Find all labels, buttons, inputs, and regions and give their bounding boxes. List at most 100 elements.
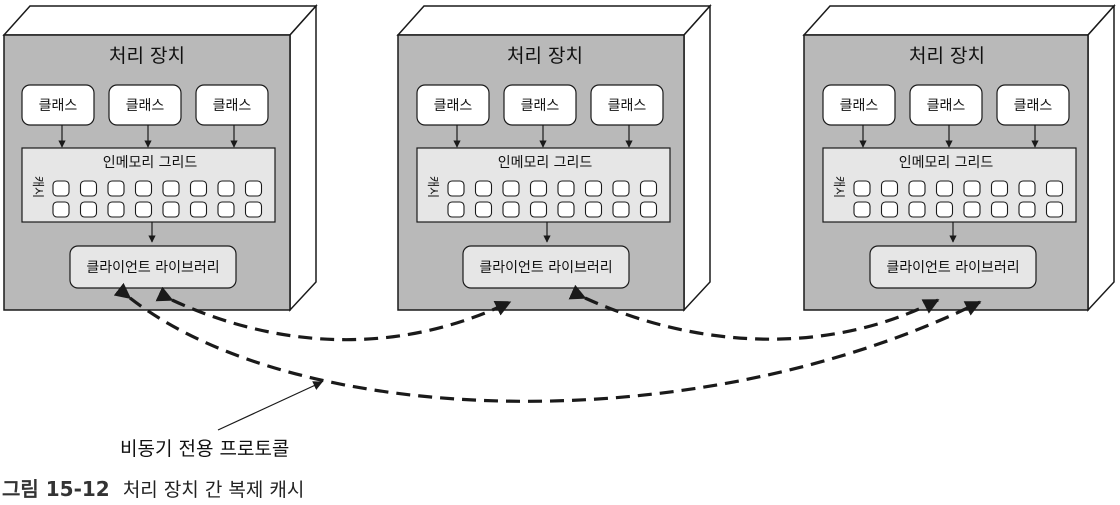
cache-cell — [935, 201, 954, 218]
class-label: 클래스 — [1014, 98, 1053, 114]
cache-cell — [1018, 180, 1036, 197]
cache-cell — [853, 201, 871, 218]
replication-arrow-1-2 — [155, 286, 512, 342]
processing-unit-3: 처리 장치 클래스 클래스 클래스 인메모리 그리드 캐시 클라이언트 라이브러… — [802, 4, 1116, 312]
class-label: 클래스 — [213, 98, 252, 114]
cache-cells — [447, 180, 658, 218]
async-replication-arrows — [113, 282, 982, 403]
class-label: 클래스 — [434, 98, 473, 114]
cache-cell — [502, 180, 520, 197]
cache-cell — [474, 201, 493, 218]
cache-cell — [963, 201, 981, 218]
cache-cell — [1018, 201, 1036, 218]
cache-cell — [189, 201, 208, 218]
grid-label: 인메모리 그리드 — [899, 155, 994, 171]
class-label: 클래스 — [39, 98, 78, 114]
cache-cell — [584, 180, 603, 197]
unit-top-face — [2, 5, 318, 36]
client-label: 클라이언트 라이브러리 — [479, 260, 612, 276]
unit-title: 처리 장치 — [109, 45, 185, 67]
grid-label: 인메모리 그리드 — [498, 155, 593, 171]
cache-cell — [217, 180, 235, 197]
cache-cell — [1045, 180, 1064, 197]
client-label: 클라이언트 라이브러리 — [886, 260, 1019, 276]
unit-top-face — [802, 5, 1116, 36]
cache-cell — [447, 180, 465, 197]
class-box — [416, 84, 490, 126]
annotation-pointer — [217, 381, 323, 431]
cache-cell — [244, 201, 263, 218]
cache-cell — [908, 201, 926, 218]
unit-title: 처리 장치 — [909, 45, 985, 67]
cache-cells — [52, 180, 263, 218]
cache-cell — [52, 180, 70, 197]
cache-cell — [79, 201, 98, 218]
cache-cell — [557, 180, 575, 197]
cache-cell — [908, 180, 926, 197]
cache-cell — [990, 180, 1009, 197]
client-label: 클라이언트 라이브러리 — [86, 260, 219, 276]
cache-cell — [1045, 201, 1064, 218]
cache-label: 캐시 — [31, 176, 45, 198]
cache-cell — [880, 201, 899, 218]
cache-cell — [612, 201, 630, 218]
figure-caption: 그림 15-12 처리 장치 간 복제 캐시 — [2, 477, 304, 501]
class-box — [108, 84, 182, 126]
cache-cell — [502, 201, 520, 218]
class-box — [996, 84, 1070, 126]
class-label: 클래스 — [927, 98, 966, 114]
cache-cell — [217, 201, 235, 218]
unit-side-face — [683, 4, 711, 312]
class-box — [590, 84, 664, 126]
figure-number: 그림 15-12 — [2, 477, 110, 501]
cache-cell — [134, 201, 153, 218]
class-label: 클래스 — [521, 98, 560, 114]
cache-cell — [447, 201, 465, 218]
class-box — [195, 84, 269, 126]
class-label: 클래스 — [840, 98, 879, 114]
unit-title: 처리 장치 — [507, 45, 583, 67]
processing-unit-2: 처리 장치 클래스 클래스 클래스 인메모리 그리드 캐시 클라이언트 라이브러… — [396, 4, 712, 312]
cache-label: 캐시 — [426, 176, 440, 198]
cache-cell — [134, 180, 153, 197]
cache-cell — [79, 180, 98, 197]
unit-side-face — [289, 4, 317, 312]
processing-unit-1: 처리 장치 클래스 클래스 클래스 인메모리 그리드 캐시 클라이언트 라이브러… — [2, 4, 318, 312]
cache-cell — [474, 180, 493, 197]
cache-cell — [107, 201, 125, 218]
cache-cell — [935, 180, 954, 197]
cache-cell — [853, 180, 871, 197]
cache-cell — [963, 180, 981, 197]
figure-title: 처리 장치 간 복제 캐시 — [123, 479, 304, 501]
replication-arrow-2-3 — [568, 284, 940, 341]
class-box — [503, 84, 577, 126]
class-box — [21, 84, 95, 126]
class-box — [909, 84, 983, 126]
cache-cell — [52, 201, 70, 218]
class-box — [822, 84, 896, 126]
cache-cell — [162, 180, 180, 197]
cache-cell — [529, 180, 548, 197]
async-protocol-label: 비동기 전용 프로토콜 — [120, 438, 289, 460]
cache-cell — [529, 201, 548, 218]
cache-cells — [853, 180, 1064, 218]
cache-cell — [557, 201, 575, 218]
cache-cell — [162, 201, 180, 218]
unit-side-face — [1087, 4, 1115, 312]
replication-arrow-1-3 — [113, 282, 982, 403]
cache-cell — [612, 180, 630, 197]
cache-cell — [880, 180, 899, 197]
cache-cell — [639, 180, 658, 197]
unit-top-face — [396, 5, 712, 36]
cache-cell — [244, 180, 263, 197]
grid-label: 인메모리 그리드 — [103, 155, 198, 171]
class-label: 클래스 — [608, 98, 647, 114]
cache-cell — [639, 201, 658, 218]
class-label: 클래스 — [126, 98, 165, 114]
cache-cell — [584, 201, 603, 218]
cache-cell — [107, 180, 125, 197]
cache-cell — [990, 201, 1009, 218]
cache-cell — [189, 180, 208, 197]
cache-label: 캐시 — [832, 176, 846, 198]
